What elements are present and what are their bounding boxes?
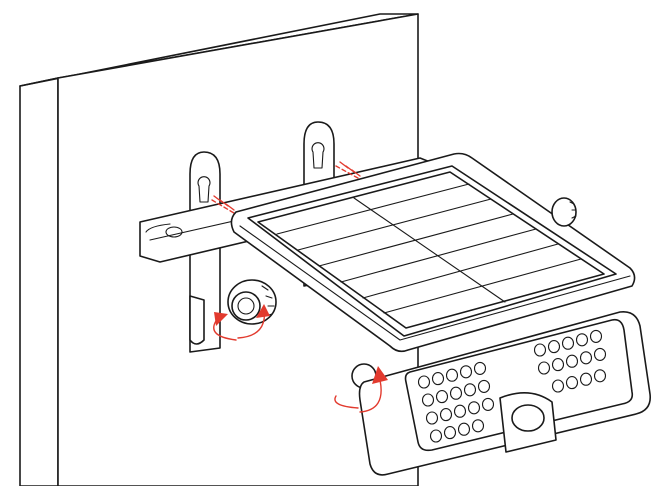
led <box>561 336 575 350</box>
led <box>593 369 607 383</box>
panel-housing-edge <box>239 225 631 341</box>
right-knob <box>551 197 577 227</box>
bracket-arm-slot <box>165 226 183 238</box>
led <box>439 408 453 422</box>
led-array <box>417 329 607 443</box>
led <box>537 361 551 375</box>
right-screw-thread <box>339 161 361 177</box>
lamp-head <box>358 310 652 476</box>
left-bracket-foot <box>189 295 205 345</box>
led <box>467 401 481 415</box>
led <box>533 343 547 357</box>
motion-sensor <box>511 404 545 432</box>
led-panel <box>404 318 634 452</box>
led <box>429 429 443 443</box>
solar-panel <box>230 152 636 353</box>
curved-rotate-arrow-icon <box>334 366 388 413</box>
led <box>453 404 467 418</box>
curved-rotate-arrow-icon <box>213 304 270 341</box>
led <box>551 358 565 372</box>
led <box>435 390 449 404</box>
solar-cell-grid <box>276 183 582 314</box>
led <box>445 368 459 382</box>
led <box>565 354 579 368</box>
led <box>417 375 431 389</box>
wall-left-face <box>19 77 59 486</box>
led <box>579 351 593 365</box>
led <box>579 372 593 386</box>
led <box>565 376 579 390</box>
left-screw-thread <box>213 195 235 211</box>
led <box>471 419 485 433</box>
led <box>463 383 477 397</box>
led <box>459 365 473 379</box>
left-knob <box>227 279 277 325</box>
led <box>481 397 495 411</box>
led <box>431 372 445 386</box>
led <box>551 379 565 393</box>
right-keyhole <box>311 142 325 169</box>
led <box>421 393 435 407</box>
panel-glass <box>257 171 605 329</box>
led <box>473 361 487 375</box>
led <box>575 333 589 347</box>
led <box>589 329 603 343</box>
left-keyhole <box>197 176 211 203</box>
led <box>449 386 463 400</box>
led <box>457 422 471 436</box>
led <box>443 426 457 440</box>
led <box>547 340 561 354</box>
bracket-arm-lip <box>145 223 171 233</box>
led <box>593 347 607 361</box>
led <box>477 379 491 393</box>
led <box>425 411 439 425</box>
